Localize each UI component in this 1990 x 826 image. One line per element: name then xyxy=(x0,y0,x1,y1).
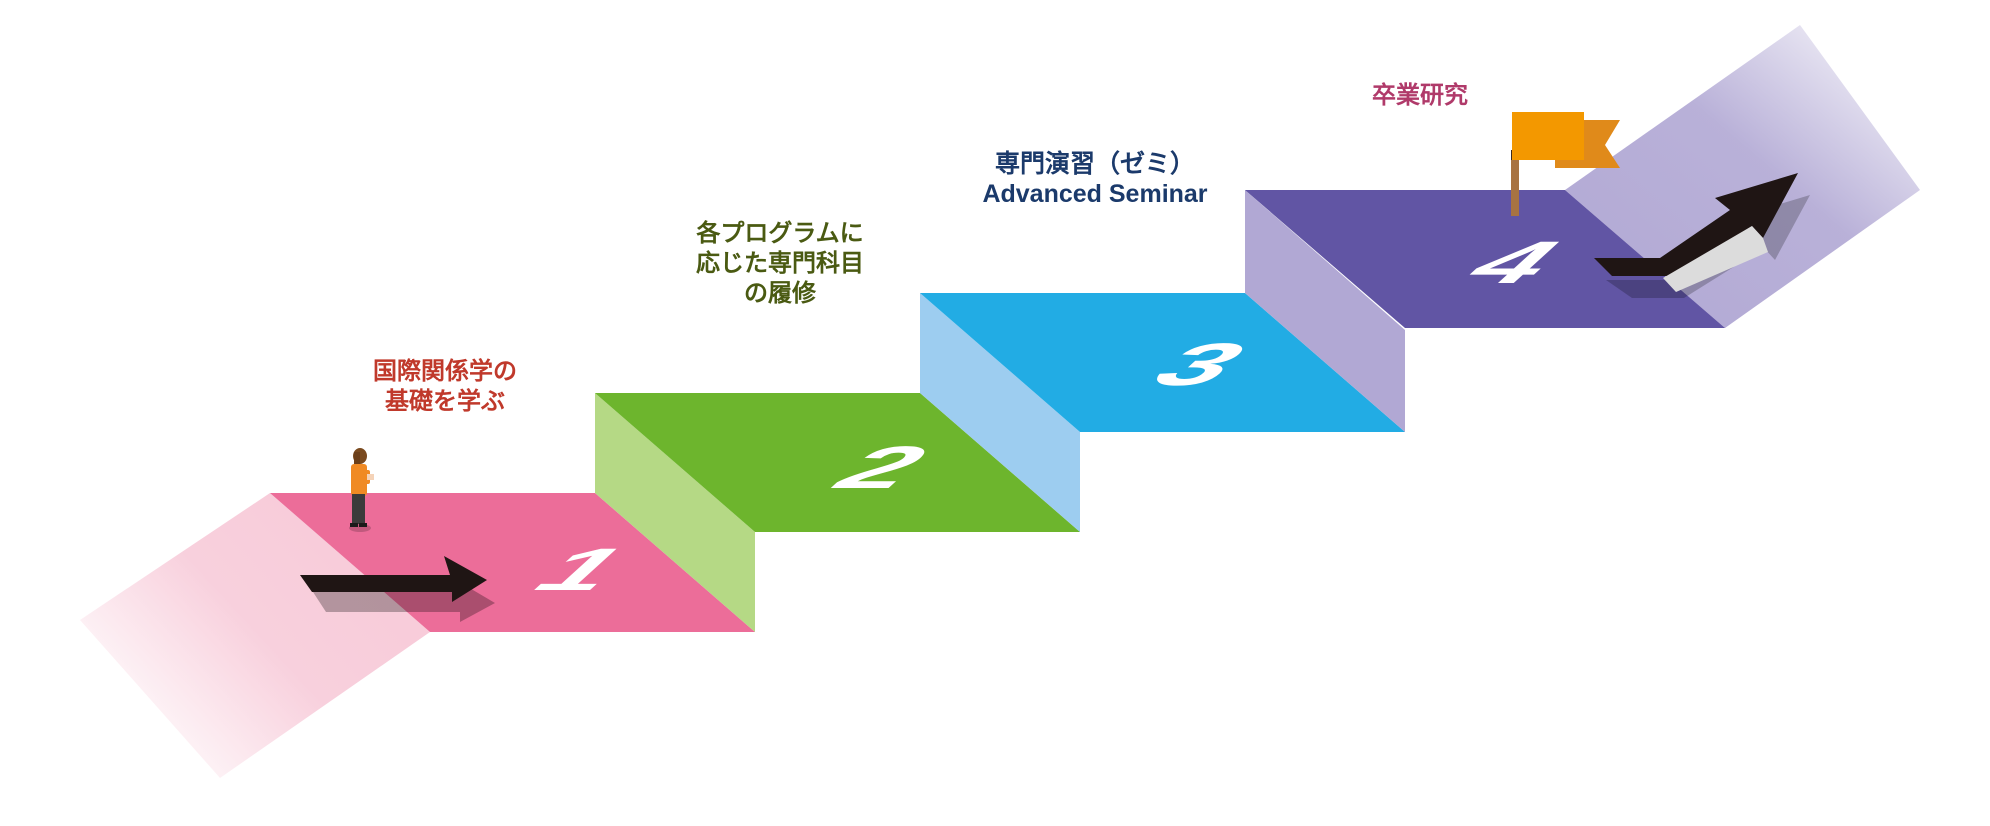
goal-flag-icon xyxy=(1511,112,1620,216)
step-1-label-line-1: 国際関係学の xyxy=(373,357,517,385)
step-3-label: 専門演習（ゼミ） Advanced Seminar xyxy=(960,148,1230,211)
start-arrow-icon xyxy=(300,556,495,622)
step-3-top xyxy=(920,293,1405,432)
person-icon xyxy=(349,448,374,532)
step-3-label-line-2: Advanced Seminar xyxy=(982,180,1208,209)
step-4-top xyxy=(1245,190,1725,328)
step-3-label-line-1: 専門演習（ゼミ） xyxy=(994,149,1195,178)
step-3-riser xyxy=(920,293,1080,532)
step-1-top xyxy=(270,493,755,632)
step-4-label-line-1: 卒業研究 xyxy=(1372,81,1468,109)
step-2-label-line-2: 応じた専門科目 xyxy=(696,249,864,277)
start-trail xyxy=(80,493,430,778)
step-1-label-line-2: 基礎を学ぶ xyxy=(385,387,505,415)
step-2-label-line-1: 各プログラムに xyxy=(696,219,864,247)
step-4-label: 卒業研究 xyxy=(1330,80,1510,110)
step-1-label: 国際関係学の 基礎を学ぶ xyxy=(340,356,550,416)
step-2-label-line-3: の履修 xyxy=(744,279,816,307)
exit-trail xyxy=(1565,25,1920,328)
step-2-riser xyxy=(595,393,755,632)
step-2-label: 各プログラムに 応じた専門科目 の履修 xyxy=(660,218,900,308)
step-2-top xyxy=(595,393,1080,532)
finish-arrow-icon xyxy=(1594,173,1810,298)
step-4-riser xyxy=(1245,190,1405,432)
